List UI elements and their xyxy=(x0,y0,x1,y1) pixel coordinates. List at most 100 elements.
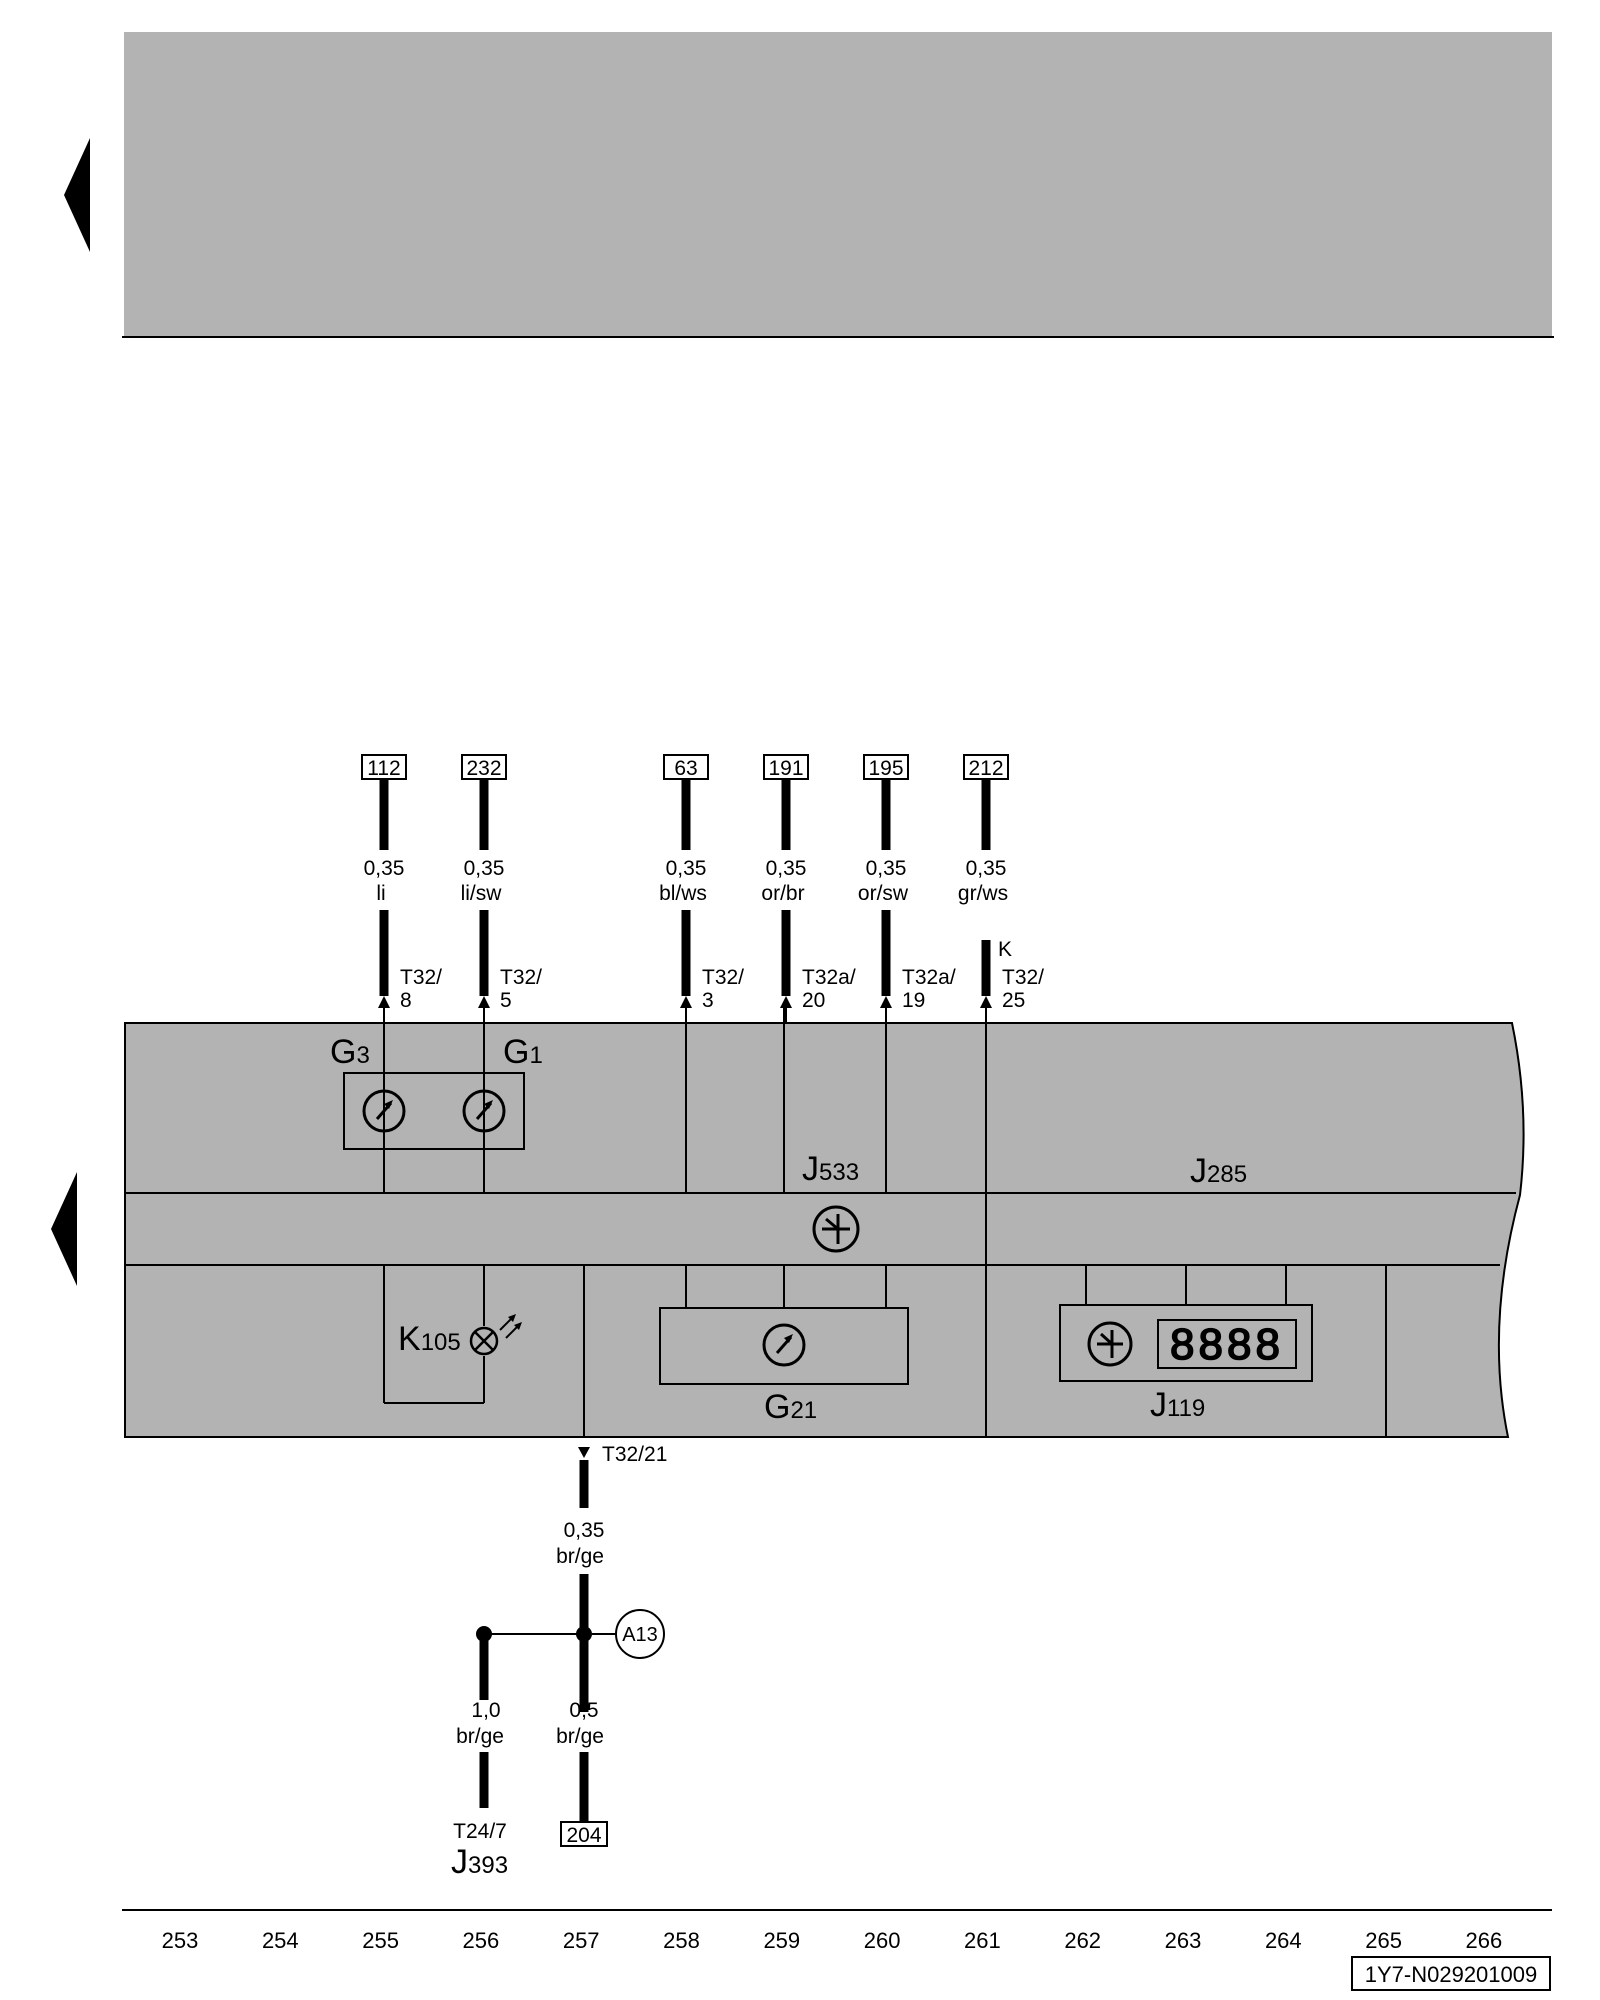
g3-g1-gauge-box xyxy=(343,1072,525,1150)
top-wires: 1120,35liT32/82320,35li/swT32/5630,35bl/… xyxy=(361,754,1044,1023)
component-label-j393: J393 xyxy=(451,1843,508,1881)
pin-label-top: T32/ xyxy=(1002,966,1044,989)
cluster-lower-lines xyxy=(383,1193,1387,1437)
reference-box[interactable] xyxy=(560,1821,608,1847)
pin-label-top: T32a/ xyxy=(902,966,956,989)
gauge-icon xyxy=(362,1089,406,1133)
wire-gauge-label: 0,35 xyxy=(966,857,1007,880)
reference-number: 191 xyxy=(768,757,803,780)
digital-display xyxy=(1157,1319,1297,1369)
connector-arrow xyxy=(880,996,892,1008)
pin-label-bottom: 20 xyxy=(802,989,825,1012)
track-number: 262 xyxy=(1064,1928,1101,1953)
wire-color-label: gr/ws xyxy=(958,882,1008,905)
wire-color-label: br/ge xyxy=(556,1725,604,1748)
track-number: 266 xyxy=(1466,1928,1503,1953)
wire-gauge-label: 0,35 xyxy=(866,857,907,880)
reference-number: 204 xyxy=(566,1824,601,1847)
wire-color-label: or/br xyxy=(761,882,804,905)
connector-arrow xyxy=(378,996,390,1008)
left-arrow-icon[interactable] xyxy=(51,1172,77,1286)
reference-number: 112 xyxy=(367,757,400,780)
cluster-upper-lines xyxy=(383,1003,987,1193)
component-label-j119: J119 xyxy=(1150,1386,1205,1424)
track-number: 256 xyxy=(463,1928,500,1953)
pin-label-bottom: 8 xyxy=(400,989,412,1012)
gauge-icon xyxy=(762,1323,806,1367)
junction-marker xyxy=(615,1609,665,1659)
wire-color-label: li/sw xyxy=(461,882,503,905)
connector-arrow xyxy=(478,996,490,1008)
track-number: 257 xyxy=(563,1928,600,1953)
track-number: 258 xyxy=(663,1928,700,1953)
electronic-control-icon xyxy=(812,1205,860,1253)
reference-box[interactable] xyxy=(361,754,407,780)
warning-lamp-icon xyxy=(469,1314,522,1356)
diagram-id-box xyxy=(1351,1956,1551,1991)
pin-label-bottom: 5 xyxy=(500,989,512,1012)
pin-label-top: T32a/ xyxy=(802,966,856,989)
wire-gauge-label: 0,35 xyxy=(564,1519,605,1542)
wire-color-label: bl/ws xyxy=(659,882,707,905)
reference-box[interactable] xyxy=(963,754,1009,780)
pin-label-bottom: 25 xyxy=(1002,989,1025,1012)
track-number: 263 xyxy=(1165,1928,1202,1953)
track-number: 261 xyxy=(964,1928,1001,1953)
reference-number: 195 xyxy=(868,757,903,780)
track-number: 264 xyxy=(1265,1928,1302,1953)
wire-color-label: br/ge xyxy=(556,1545,604,1568)
pin-label: T24/7 xyxy=(453,1820,507,1843)
track-number: 259 xyxy=(763,1928,800,1953)
electronic-control-icon xyxy=(1087,1321,1133,1367)
wire-color-label: li xyxy=(376,882,385,905)
component-label-g1: G1 xyxy=(503,1033,543,1071)
wire-color-label: or/sw xyxy=(858,882,909,905)
connector-arrow xyxy=(980,996,992,1008)
connector-label: T32/21 xyxy=(602,1443,667,1466)
track-number: 260 xyxy=(864,1928,901,1953)
top-panel xyxy=(124,32,1552,337)
wire-gauge-label: 1,0 xyxy=(471,1699,500,1722)
wire-gauge-label: 0,35 xyxy=(666,857,707,880)
reference-box[interactable] xyxy=(663,754,709,780)
connector-arrow xyxy=(780,996,792,1008)
reference-number: 63 xyxy=(674,757,697,780)
track-number: 265 xyxy=(1365,1928,1402,1953)
component-label-g21: G21 xyxy=(764,1388,817,1426)
connector-arrow xyxy=(680,996,692,1008)
wire-gauge-label: 0,35 xyxy=(766,857,807,880)
component-label-j285: J285 xyxy=(1190,1152,1247,1190)
connector-code-label: K xyxy=(998,938,1012,961)
left-arrow-icon[interactable] xyxy=(64,138,90,252)
pin-label-top: T32/ xyxy=(500,966,542,989)
junction-dot xyxy=(576,1626,592,1642)
track-number: 254 xyxy=(262,1928,299,1953)
reference-number: 212 xyxy=(968,757,1003,780)
wire-color-label: br/ge xyxy=(456,1725,504,1748)
wire-gauge-label: 0,35 xyxy=(464,857,505,880)
j119-display-box xyxy=(1059,1304,1313,1382)
reference-box[interactable] xyxy=(763,754,809,780)
track-number: 255 xyxy=(362,1928,399,1953)
display-digits: 8888 xyxy=(1170,1320,1284,1369)
gauge-icon xyxy=(462,1089,506,1133)
wire-gauge-label: 0,35 xyxy=(364,857,405,880)
component-label-g3: G3 xyxy=(330,1033,370,1071)
component-label-k105: K105 xyxy=(398,1320,461,1358)
junction-label: A13 xyxy=(622,1624,658,1646)
g21-speedometer-box xyxy=(659,1307,909,1385)
connector-arrow xyxy=(578,1447,590,1458)
reference-box[interactable] xyxy=(461,754,507,780)
pin-label-bottom: 3 xyxy=(702,989,714,1012)
pin-label-bottom: 19 xyxy=(902,989,925,1012)
pin-label-top: T32/ xyxy=(400,966,442,989)
component-label-j533: J533 xyxy=(802,1150,859,1188)
